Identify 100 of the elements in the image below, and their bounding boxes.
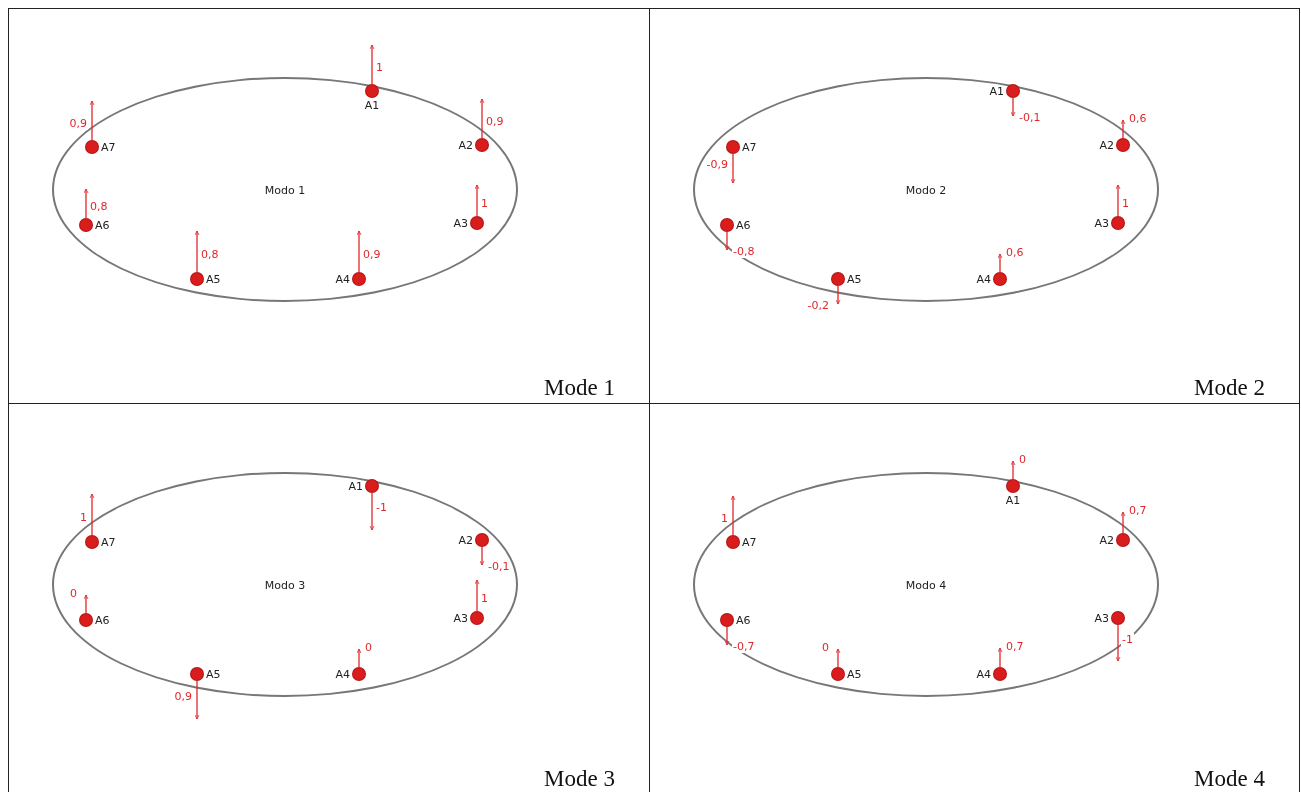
measurement-point-dot xyxy=(1007,480,1019,492)
edge-label: -0,2 xyxy=(806,299,830,312)
mode-caption: Mode 1 xyxy=(544,375,615,401)
point-label: A6 xyxy=(736,614,751,627)
arrow xyxy=(474,579,480,612)
edge-label: 1 xyxy=(480,197,489,210)
arrow xyxy=(479,98,485,139)
arrow xyxy=(356,230,362,273)
arrow xyxy=(1115,624,1121,662)
measurement-point-dot xyxy=(80,219,92,231)
edge-label: 1 xyxy=(375,61,384,74)
arrow xyxy=(83,188,89,219)
point-label: A5 xyxy=(206,668,221,681)
arrow xyxy=(89,493,95,536)
point-label: A3 xyxy=(453,217,468,230)
point-label: A1 xyxy=(1005,494,1021,507)
point-label: A7 xyxy=(101,536,116,549)
measurement-point-dot xyxy=(1112,217,1124,229)
point-label: A7 xyxy=(742,536,757,549)
measurement-point-dot xyxy=(1007,85,1019,97)
point-label: A3 xyxy=(1094,612,1109,625)
measurement-point-dot xyxy=(1117,139,1129,151)
measurement-point-dot xyxy=(366,480,378,492)
point-label: A3 xyxy=(453,612,468,625)
arrow xyxy=(835,285,841,305)
arrow xyxy=(474,184,480,217)
measurement-point-dot xyxy=(353,273,365,285)
point-label: A1 xyxy=(348,480,363,493)
mode-caption: Mode 4 xyxy=(1194,766,1265,792)
arrow xyxy=(369,44,375,85)
edge-label: 0 xyxy=(1018,453,1027,466)
ellipse-title: Modo 4 xyxy=(904,578,948,591)
point-label: A5 xyxy=(847,273,862,286)
point-label: A2 xyxy=(1099,534,1114,547)
measurement-point-dot xyxy=(727,536,739,548)
edge-label: -0,9 xyxy=(705,158,729,171)
arrow xyxy=(1115,184,1121,217)
arrow xyxy=(479,546,485,566)
point-label: A5 xyxy=(847,668,862,681)
measurement-point-dot xyxy=(832,668,844,680)
arrow xyxy=(1120,511,1126,534)
mode-caption: Mode 3 xyxy=(544,766,615,792)
mode-panel xyxy=(649,8,1300,404)
measurement-point-dot xyxy=(471,217,483,229)
ellipse-title: Modo 1 xyxy=(263,183,307,196)
point-label: A4 xyxy=(976,273,991,286)
edge-label: 0,6 xyxy=(1005,246,1025,259)
edge-label: 1 xyxy=(720,512,729,525)
point-label: A2 xyxy=(458,139,473,152)
measurement-point-dot xyxy=(471,612,483,624)
edge-label: -0,7 xyxy=(732,640,756,653)
point-label: A2 xyxy=(458,534,473,547)
arrow xyxy=(730,153,736,184)
measurement-point-dot xyxy=(994,668,1006,680)
arrow xyxy=(89,100,95,141)
measurement-point-dot xyxy=(721,219,733,231)
edge-label: 0 xyxy=(364,641,373,654)
measurement-point-dot xyxy=(727,141,739,153)
ellipse-title: Modo 3 xyxy=(263,578,307,591)
point-label: A4 xyxy=(335,668,350,681)
measurement-point-dot xyxy=(191,668,203,680)
measurement-point-dot xyxy=(476,139,488,151)
mode-caption: Mode 2 xyxy=(1194,375,1265,401)
mode-panel xyxy=(8,8,650,404)
measurement-point-dot xyxy=(86,536,98,548)
arrow xyxy=(997,253,1003,273)
arrow xyxy=(724,231,730,251)
measurement-point-dot xyxy=(1117,534,1129,546)
arrow xyxy=(194,230,200,273)
arrow xyxy=(1010,97,1016,117)
measurement-point-dot xyxy=(353,668,365,680)
edge-label: 0,9 xyxy=(362,248,382,261)
edge-label: 0,8 xyxy=(89,200,109,213)
edge-label: 1 xyxy=(1121,197,1130,210)
measurement-point-dot xyxy=(832,273,844,285)
ellipse-title: Modo 2 xyxy=(904,183,948,196)
edge-label: 1 xyxy=(79,511,88,524)
edge-label: 0,8 xyxy=(200,248,220,261)
measurement-point-dot xyxy=(476,534,488,546)
arrow xyxy=(724,626,730,646)
measurement-point-dot xyxy=(86,141,98,153)
edge-label: 0 xyxy=(69,587,78,600)
arrow xyxy=(1120,119,1126,139)
point-label: A3 xyxy=(1094,217,1109,230)
edge-label: 0 xyxy=(821,641,830,654)
point-label: A6 xyxy=(736,219,751,232)
point-label: A4 xyxy=(335,273,350,286)
measurement-point-dot xyxy=(721,614,733,626)
edge-label: 0,6 xyxy=(1128,112,1148,125)
point-label: A7 xyxy=(742,141,757,154)
edge-label: -1 xyxy=(375,501,388,514)
edge-label: -0,8 xyxy=(732,245,756,258)
edge-label: -0,1 xyxy=(1018,111,1042,124)
arrow xyxy=(356,648,362,668)
arrow xyxy=(1010,460,1016,480)
point-label: A2 xyxy=(1099,139,1114,152)
arrow xyxy=(83,594,89,614)
measurement-point-dot xyxy=(80,614,92,626)
point-label: A6 xyxy=(95,614,110,627)
measurement-point-dot xyxy=(366,85,378,97)
